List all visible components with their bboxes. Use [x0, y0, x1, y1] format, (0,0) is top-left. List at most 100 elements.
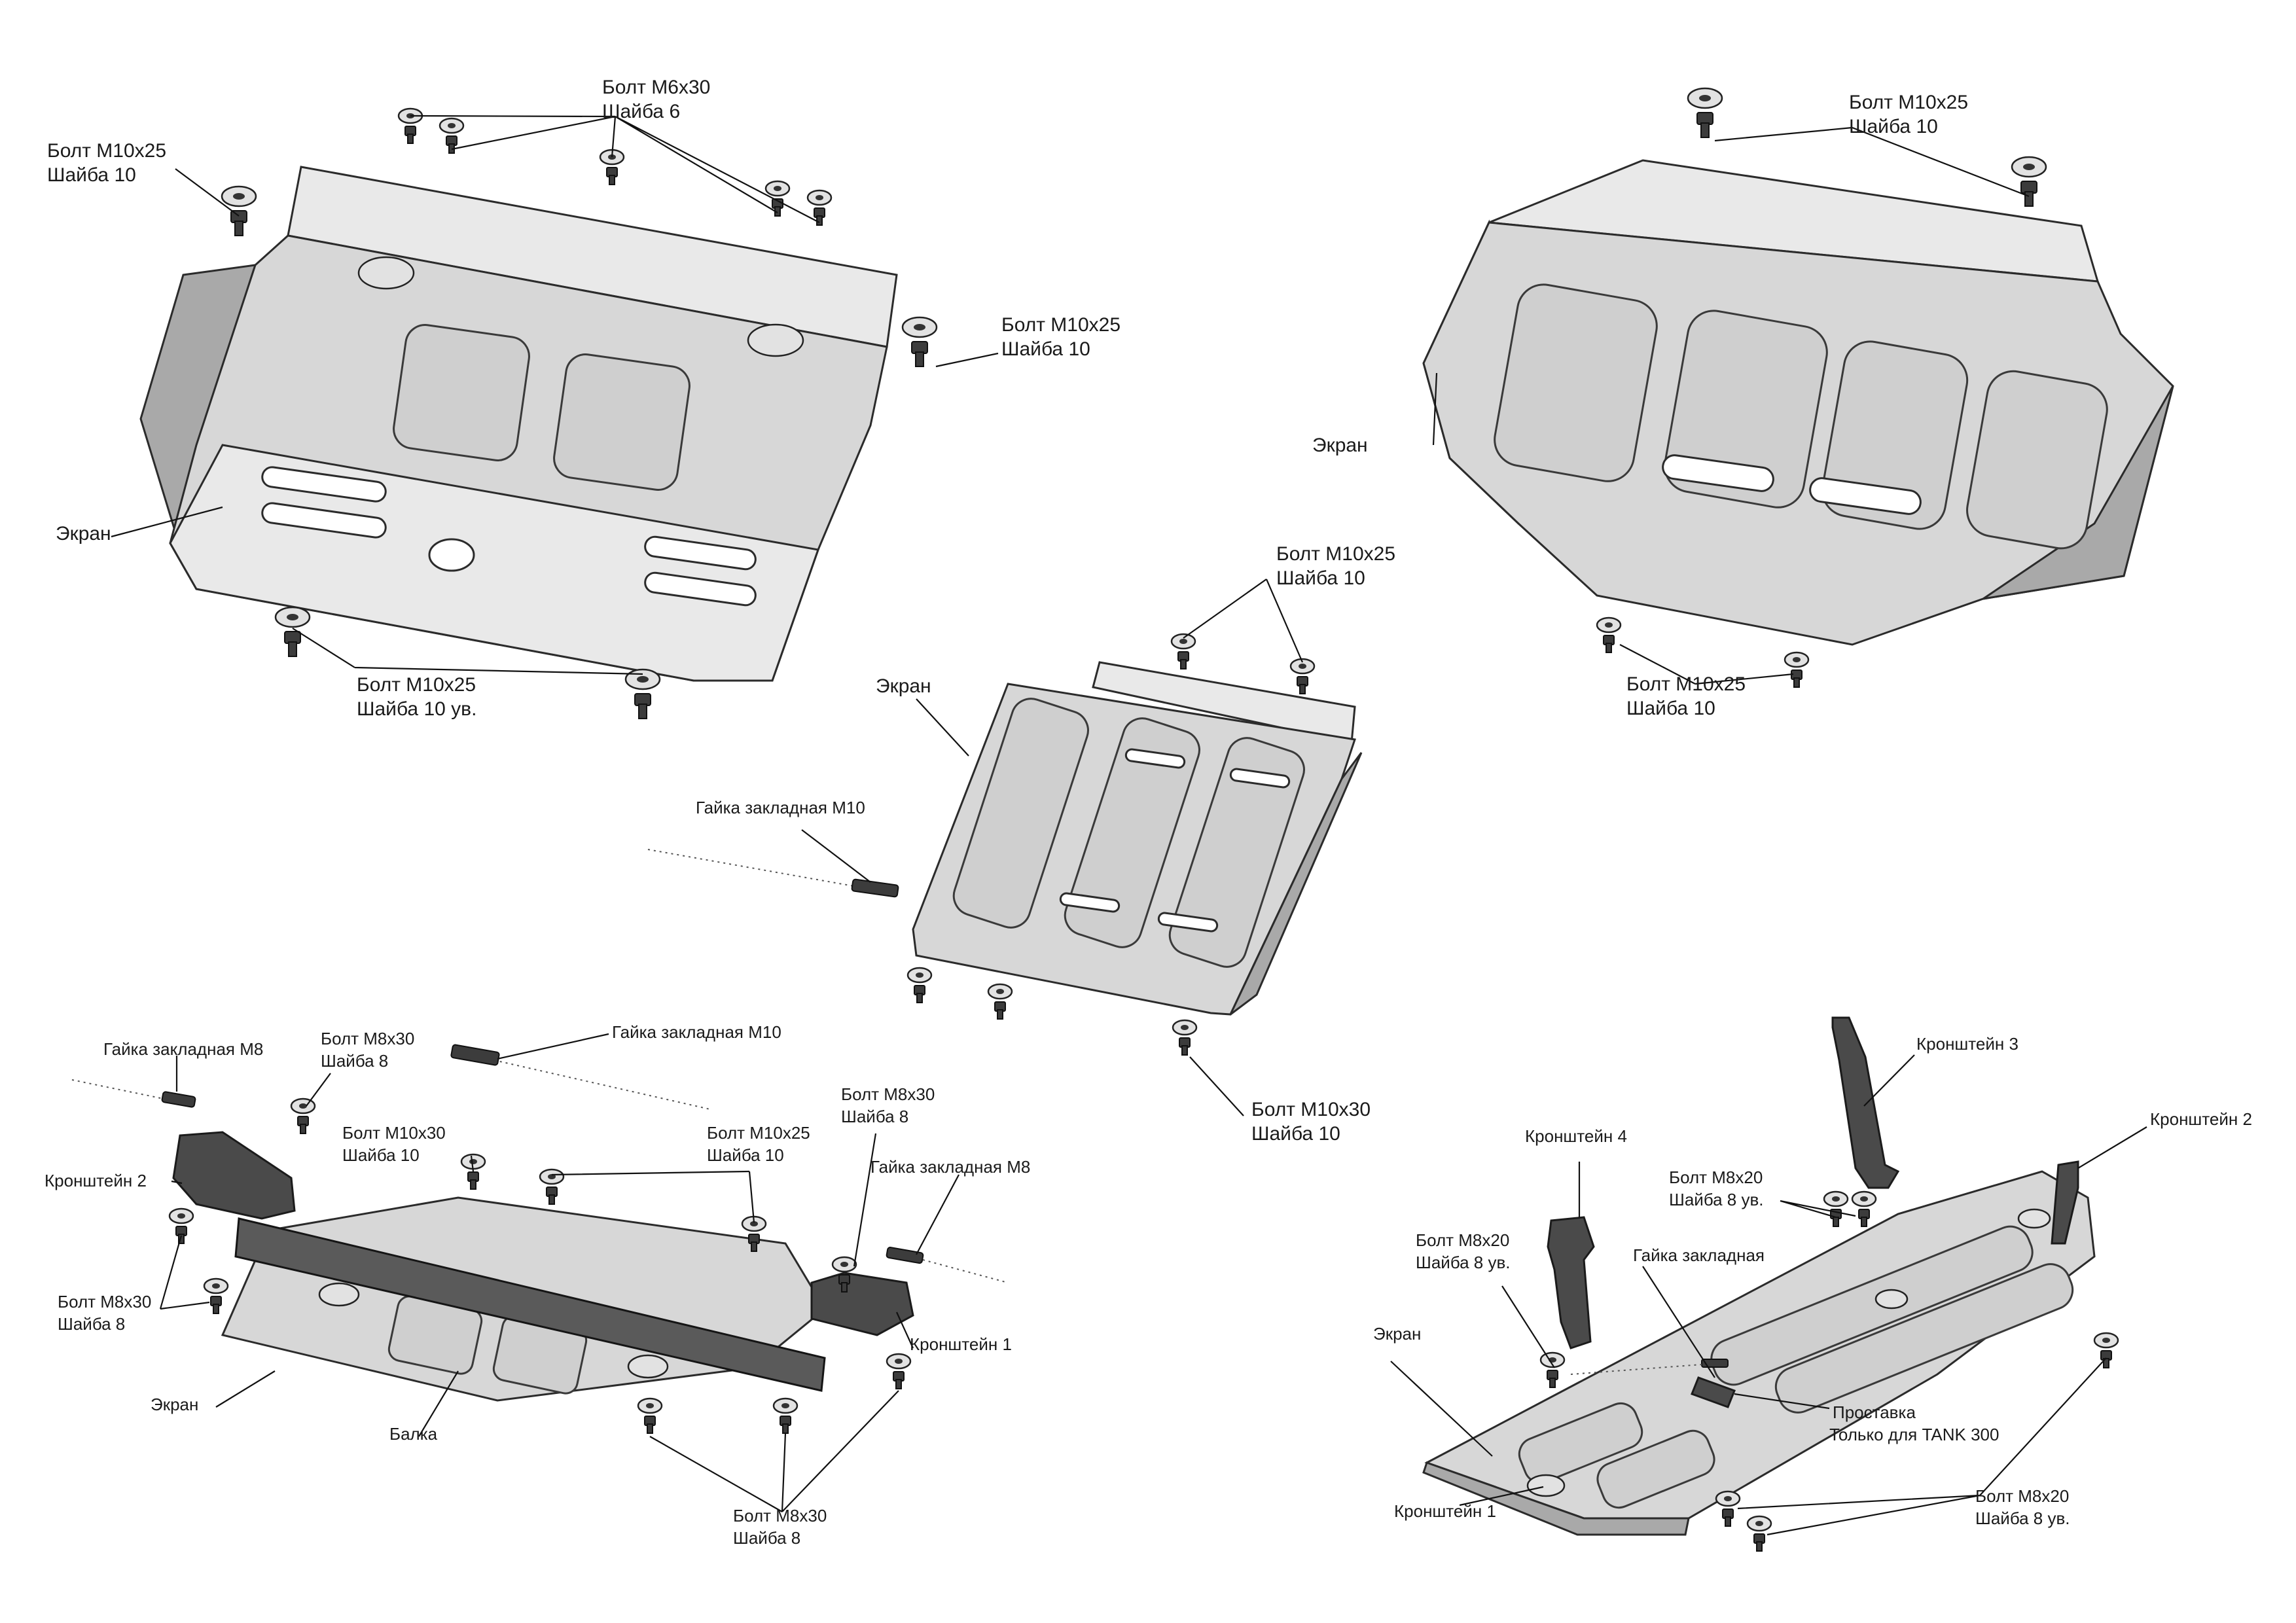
- e-spacer: [1691, 1376, 1736, 1408]
- d-boss-2: [627, 1354, 669, 1379]
- e-bolt-bottom-2: [1746, 1515, 1772, 1552]
- b-washer-top-label: Шайба 10: [1849, 116, 1938, 137]
- c-slot-1: [1124, 748, 1186, 769]
- d-bolt-m8-left-label: Болт М8х30: [58, 1292, 151, 1311]
- e-bolt-bottom-label: Болт М8х20: [1975, 1486, 2069, 1506]
- e-bracket-1-label: Кронштейн 1: [1394, 1501, 1496, 1521]
- d-bolt-m8-bottom-2: [772, 1397, 798, 1435]
- assembly-b: Болт М10х25 Шайба 10 Экран Болт М10х25 Ш…: [1312, 87, 2174, 719]
- d-bolt-m8-top-label: Болт М8х30: [321, 1029, 414, 1048]
- e-recess-1: [1518, 1402, 1643, 1484]
- e-nut: [1701, 1359, 1729, 1368]
- a-boss-1: [357, 256, 415, 290]
- d-bolt-m8-bottom-3: [886, 1353, 912, 1390]
- b-screen-label: Экран: [1312, 435, 1368, 456]
- d-boss-1: [318, 1282, 360, 1307]
- e-boss-3: [1874, 1289, 1909, 1310]
- d-bolt-m10x30-label: Болт М10х30: [342, 1123, 446, 1143]
- d-washer-8-bottom-label: Шайба 8: [733, 1528, 800, 1548]
- c-nut-m10: [851, 878, 899, 898]
- e-bracket-2: [2051, 1160, 2079, 1245]
- assembly-e: Кронштейн 3 Кронштейн 4 Кронштейн 2 Болт…: [1373, 1016, 2252, 1552]
- a-bolt-m10-bottom-2: [624, 668, 661, 720]
- a-boss-2: [747, 323, 804, 357]
- e-screen-edge: [1422, 1461, 1690, 1536]
- e-nut-label: Гайка закладная: [1633, 1245, 1765, 1265]
- d-nut-m8-right-label: Гайка закладная М8: [870, 1157, 1030, 1177]
- a-bolt-m10-right: [901, 316, 938, 368]
- a-bolt-m10-right-label: Болт М10х25: [1001, 314, 1121, 336]
- e-bolt-top-1: [1823, 1190, 1849, 1228]
- b-screen-side-right: [1982, 385, 2174, 600]
- d-washer-10-b-label: Шайба 10: [707, 1145, 784, 1165]
- e-washer-bottom-label: Шайба 8 ув.: [1975, 1508, 2070, 1528]
- e-bracket-3: [1831, 1016, 1900, 1189]
- a-washer-10-left-label: Шайба 10: [47, 164, 136, 186]
- assembly-c: Болт М10х25 Шайба 10 Экран Гайка закладн…: [647, 543, 1395, 1145]
- e-washer-top-label: Шайба 8 ув.: [1669, 1190, 1764, 1209]
- d-nut-m8-right: [886, 1247, 924, 1264]
- d-bolt-m8-top: [290, 1097, 316, 1135]
- d-washer-8-right-label: Шайба 8: [841, 1107, 908, 1126]
- e-recess-long-1: [1710, 1225, 2034, 1386]
- e-bolt-left: [1539, 1351, 1566, 1389]
- c-slot-2: [1229, 768, 1291, 789]
- d-bracket-2-label: Кронштейн 2: [45, 1171, 147, 1190]
- e-bolt-top-2: [1851, 1190, 1877, 1228]
- e-spacer-note-label: Только для TANK 300: [1829, 1425, 1999, 1444]
- c-slot-4: [1157, 912, 1219, 933]
- a-washer-10-bottom-label: Шайба 10 ув.: [357, 698, 476, 720]
- a-bolt-1: [397, 107, 423, 145]
- c-recess-2: [1064, 717, 1200, 948]
- b-recess-2: [1664, 310, 1828, 508]
- a-screen-label: Экран: [56, 523, 111, 544]
- a-bolt-m10-left-label: Болт М10х25: [47, 140, 166, 162]
- c-bolt-bottom-label: Болт М10х30: [1251, 1099, 1371, 1120]
- d-nut-m8-left: [161, 1091, 196, 1108]
- a-slot-1: [261, 466, 387, 503]
- d-washer-8-top-label: Шайба 8: [321, 1051, 388, 1071]
- e-washer-left-label: Шайба 8 ув.: [1416, 1253, 1511, 1272]
- a-slot-4: [644, 571, 757, 607]
- e-bracket-4-label: Кронштейн 4: [1525, 1126, 1627, 1146]
- d-bolt-m8-left-1: [168, 1207, 194, 1245]
- b-recess-4: [1966, 370, 2108, 550]
- b-recess-1: [1494, 283, 1658, 482]
- b-bolt-bottom-1: [1596, 616, 1622, 654]
- e-recess-long-2: [1774, 1263, 2074, 1414]
- c-screen-label: Экран: [876, 675, 931, 697]
- e-screen-label: Экран: [1373, 1324, 1421, 1344]
- e-bolt-bottom-1: [1715, 1490, 1741, 1527]
- d-nut-m10-label: Гайка закладная М10: [612, 1022, 781, 1042]
- e-bolt-left-label: Болт М8х20: [1416, 1230, 1509, 1250]
- a-bolt-4: [764, 180, 791, 217]
- b-bolt-top-label: Болт М10х25: [1849, 92, 1968, 113]
- d-nut-m8-left-label: Гайка закладная М8: [103, 1039, 263, 1059]
- d-bolt-m8-left-2: [203, 1277, 229, 1315]
- d-nut-m8-right-rod: [922, 1259, 1009, 1283]
- a-recess-1: [393, 324, 530, 461]
- c-bolt-top-2: [1289, 658, 1316, 695]
- e-bolt-top-label: Болт М8х20: [1669, 1168, 1763, 1187]
- c-recess-1: [952, 698, 1089, 929]
- b-slot-1: [1662, 454, 1774, 492]
- d-washer-10-a-label: Шайба 10: [342, 1145, 420, 1165]
- a-hole: [428, 538, 475, 572]
- c-nut-label: Гайка закладная М10: [696, 798, 865, 817]
- e-nut-rod: [1570, 1364, 1702, 1375]
- c-recess-3: [1168, 737, 1305, 968]
- c-nut-rod: [647, 849, 858, 887]
- d-bracket-1-label: Кронштейн 1: [910, 1334, 1012, 1354]
- a-bolt-m6-label: Болт М6х30: [602, 77, 710, 98]
- d-nut-m10-rod: [493, 1060, 711, 1110]
- e-bolt-bottom-3: [2093, 1332, 2119, 1369]
- a-bolt-5: [806, 189, 833, 226]
- e-recess-2: [1596, 1429, 1715, 1509]
- d-beam-label: Балка: [389, 1424, 438, 1444]
- d-bracket-2: [172, 1131, 296, 1220]
- e-boss-2: [2017, 1208, 2051, 1229]
- a-bolt-m10-bottom-1: [274, 606, 311, 658]
- c-bolt-top-1: [1170, 633, 1196, 670]
- a-washer-6-label: Шайба 6: [602, 101, 680, 122]
